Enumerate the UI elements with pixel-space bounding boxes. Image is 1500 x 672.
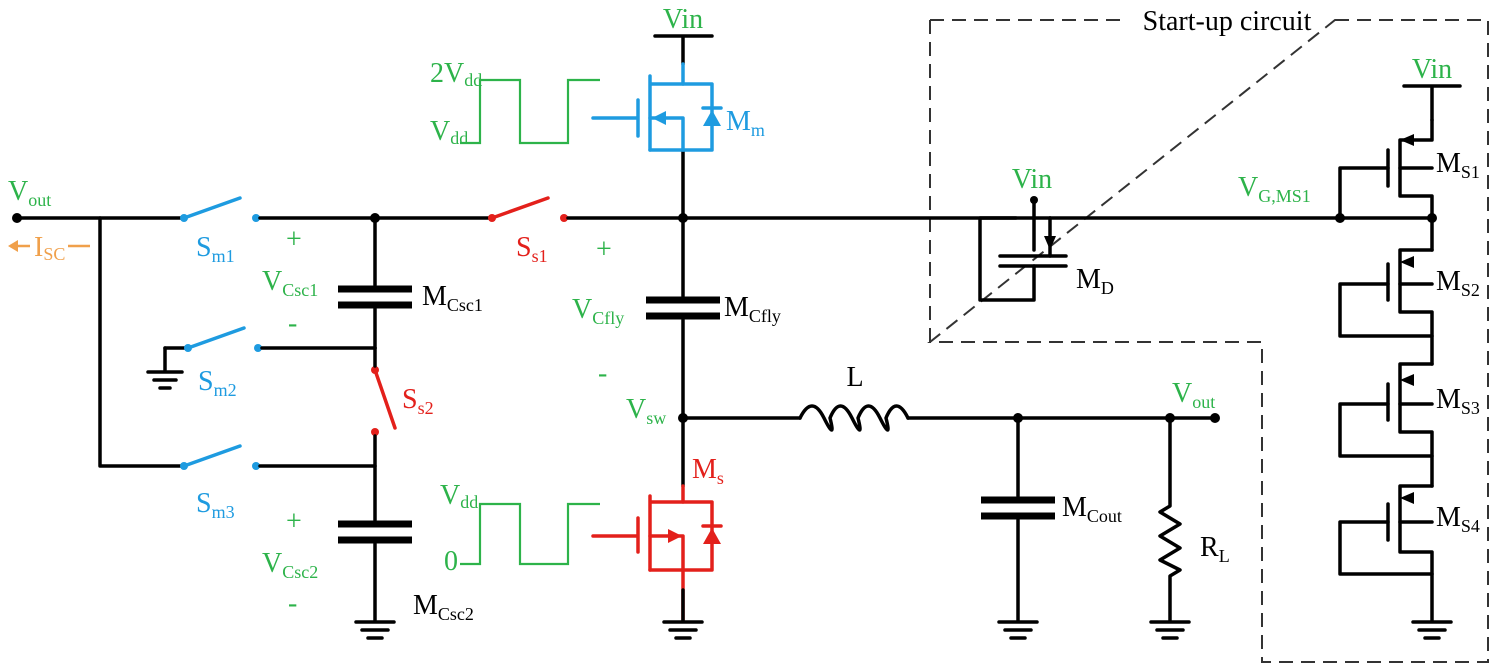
ms2-label: MS2 <box>1436 266 1480 300</box>
ground-icon <box>662 620 704 640</box>
ground-icon <box>354 620 396 640</box>
gate-low-top: Vdd <box>430 116 468 148</box>
gate-low-bottom: 0 <box>444 546 458 577</box>
transistor-ms1 <box>1338 118 1434 252</box>
switch-ss1 <box>488 196 568 222</box>
startup-boundary <box>927 19 1489 663</box>
vout-drop-wire <box>98 216 182 468</box>
vout-right-label: Vout <box>1172 378 1215 412</box>
switch-sm2 <box>184 326 262 352</box>
mcout-label: MCout <box>1062 492 1122 526</box>
ms3-label: MS3 <box>1436 384 1480 418</box>
sm2-label: Sm2 <box>198 366 237 400</box>
inductor-l <box>798 404 910 432</box>
startup-title: Start-up circuit <box>1143 6 1312 37</box>
rl-label: RL <box>1200 532 1230 566</box>
vcsc1-plus: + <box>286 224 302 255</box>
transistor-ms2 <box>1338 248 1434 366</box>
ss2-label: Ss2 <box>402 384 434 418</box>
junction-ms1-ms2 <box>1427 213 1437 223</box>
ss1-label: Ss1 <box>516 232 548 266</box>
vin-top-rail <box>653 34 714 66</box>
vcfly-plus: + <box>596 234 612 265</box>
transistor-ms3 <box>1338 362 1434 488</box>
ms4-label: MS4 <box>1436 502 1480 536</box>
md-label: MD <box>1076 264 1114 298</box>
gate-high-top: 2Vdd <box>430 58 482 90</box>
ground-icon <box>146 346 184 390</box>
vcsc2-minus: - <box>288 588 297 619</box>
vin-startup-rail <box>1402 84 1462 122</box>
vin-startup-label: Vin <box>1412 54 1452 85</box>
gate-waveform-bottom <box>460 502 600 566</box>
vcfly-minus: - <box>598 358 607 389</box>
transistor-ms4 <box>1338 484 1434 622</box>
mcsc1-label: MCsc1 <box>422 281 483 315</box>
ms-label: Ms <box>692 454 724 488</box>
junction-vg-ms1 <box>1335 213 1345 223</box>
capacitor-csc1 <box>338 285 412 309</box>
vcsc2-label: VCsc2 <box>262 548 318 582</box>
vout-right-terminal <box>1210 413 1220 423</box>
vcsc1-label: VCsc1 <box>262 266 318 300</box>
vin-top-label: Vin <box>663 4 703 35</box>
isc-label: ISC <box>34 232 65 264</box>
capacitor-cout <box>981 496 1055 520</box>
vsw-label: Vsw <box>626 394 666 428</box>
transistor-ms <box>591 484 723 622</box>
capacitor-cfly <box>646 296 720 320</box>
ms1-label: MS1 <box>1436 148 1480 182</box>
vg-ms1-label: VG,MS1 <box>1238 172 1311 206</box>
switch-sm3 <box>180 444 260 470</box>
ground-icon <box>1411 620 1453 640</box>
vcsc1-minus: - <box>288 308 297 339</box>
capacitor-csc2 <box>338 520 412 544</box>
resistor-rl <box>1158 416 1182 622</box>
gate-waveform-top <box>460 78 600 145</box>
vin-md-label: Vin <box>1012 164 1052 195</box>
vout-left-label: Vout <box>8 176 51 210</box>
vcfly-label: VCfly <box>572 294 624 328</box>
ground-icon <box>1149 620 1191 640</box>
transistor-md <box>978 196 1068 302</box>
switch-ss2 <box>371 366 397 436</box>
ground-icon <box>997 620 1039 640</box>
mcfly-label: MCfly <box>724 292 781 326</box>
inductor-label: L <box>846 362 863 393</box>
vcsc2-plus: + <box>286 506 302 537</box>
mcsc2-label: MCsc2 <box>413 590 474 624</box>
gate-high-bottom: Vdd <box>440 480 478 512</box>
transistor-mm <box>591 62 723 152</box>
mm-label: Mm <box>726 106 765 140</box>
sm3-label: Sm3 <box>196 488 235 522</box>
sm1-label: Sm1 <box>196 232 235 266</box>
switch-sm1 <box>180 196 260 222</box>
isc-arrow-icon <box>8 240 90 252</box>
